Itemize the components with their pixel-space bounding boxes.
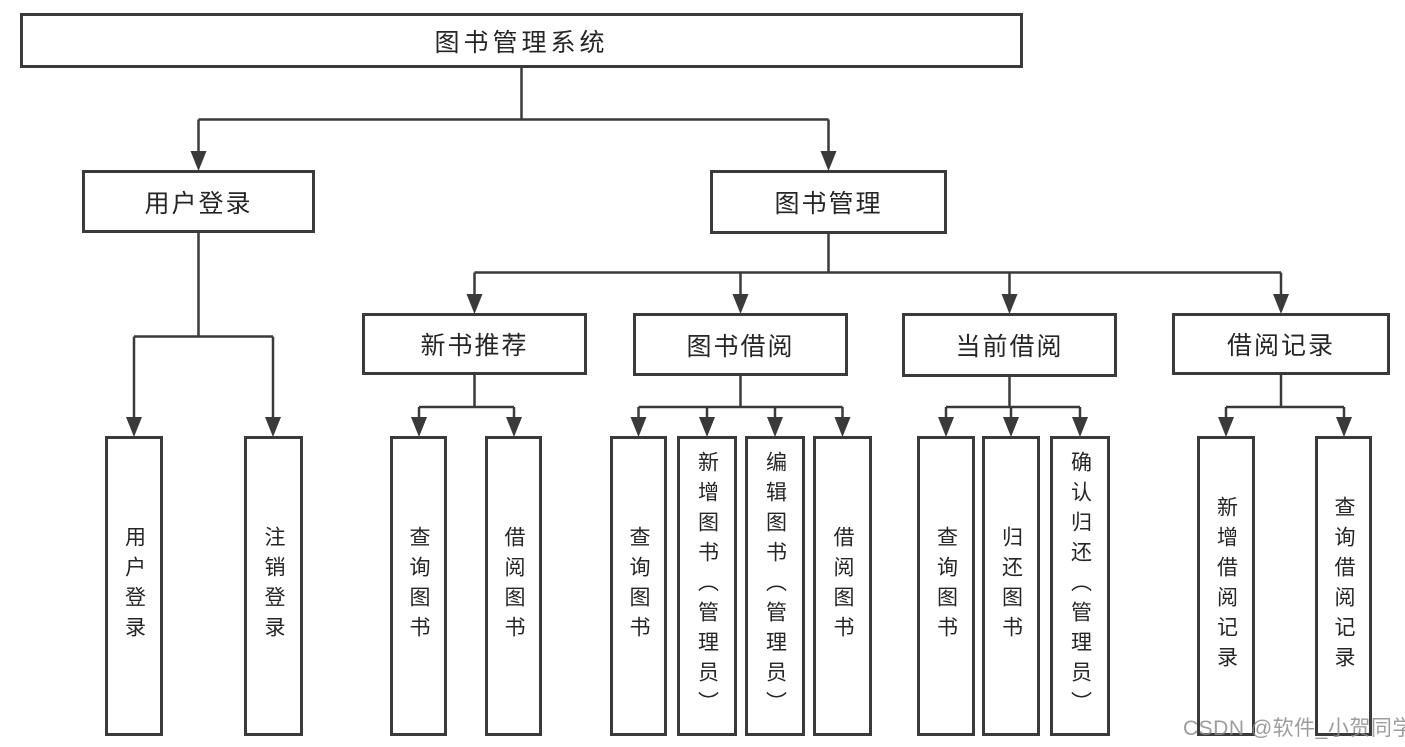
node-new-book-recommend-label: 新书推荐 bbox=[420, 332, 529, 360]
node-root: 图书管理系统 bbox=[20, 13, 1023, 68]
node-user-login: 用户登录 bbox=[82, 170, 315, 233]
watermark-text: CSDN @软件_小贺同学 bbox=[1183, 717, 1405, 740]
node-root-label: 图书管理系统 bbox=[434, 28, 609, 57]
node-borrow-records-label: 借阅记录 bbox=[1226, 332, 1335, 360]
leaf-borrow-books: 借阅图书 bbox=[813, 436, 872, 736]
node-book-borrow-label: 图书借阅 bbox=[686, 332, 795, 361]
leaf-query-books-borrow: 查询图书 bbox=[610, 436, 667, 736]
node-new-book-recommend: 新书推荐 bbox=[362, 313, 587, 375]
leaf-add-books-admin: 新增图书（管理员） bbox=[677, 436, 737, 736]
leaf-logout-login: 注销登录 bbox=[244, 436, 303, 736]
arrowheads bbox=[126, 151, 1352, 437]
node-book-management: 图书管理 bbox=[710, 170, 947, 234]
leaf-return-books: 归还图书 bbox=[982, 436, 1040, 736]
node-current-borrow-label: 当前借阅 bbox=[955, 333, 1064, 361]
leaf-query-books-recommend: 查询图书 bbox=[390, 436, 447, 736]
leaf-edit-books-admin: 编辑图书（管理员） bbox=[745, 436, 805, 736]
leaf-add-borrow-record: 新增借阅记录 bbox=[1197, 436, 1255, 736]
leaf-confirm-return-admin: 确认归还（管理员） bbox=[1050, 436, 1110, 736]
leaf-borrow-books-recommend: 借阅图书 bbox=[485, 436, 542, 736]
node-borrow-records: 借阅记录 bbox=[1172, 313, 1390, 375]
leaf-user-login: 用户登录 bbox=[105, 436, 163, 736]
leaf-query-borrow-record: 查询借阅记录 bbox=[1315, 436, 1372, 736]
node-user-login-label: 用户登录 bbox=[144, 189, 253, 218]
node-current-borrow: 当前借阅 bbox=[902, 313, 1117, 377]
leaf-query-books-current: 查询图书 bbox=[917, 436, 975, 736]
node-book-borrow: 图书借阅 bbox=[633, 313, 848, 376]
node-book-management-label: 图书管理 bbox=[774, 190, 883, 218]
